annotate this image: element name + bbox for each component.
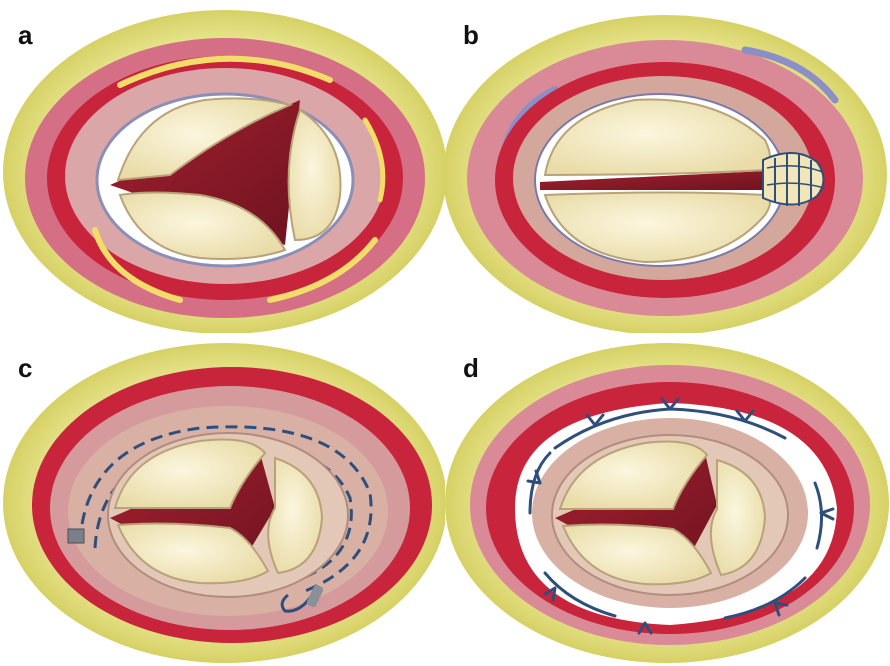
valve-illustration (445, 0, 890, 333)
suture-stitch-icon (763, 153, 825, 206)
panel-c: c (0, 333, 445, 666)
panel-label: a (18, 22, 32, 48)
panel-a: a (0, 0, 445, 333)
valve-illustration (0, 0, 445, 333)
panel-b: b (445, 0, 890, 333)
panel-label: c (18, 355, 32, 381)
valve-illustration (445, 333, 890, 666)
panel-label: b (463, 22, 479, 48)
panel-d: d (445, 333, 890, 666)
valve-illustration (0, 333, 445, 666)
panel-label: d (463, 355, 479, 381)
pledget-icon (68, 529, 84, 543)
